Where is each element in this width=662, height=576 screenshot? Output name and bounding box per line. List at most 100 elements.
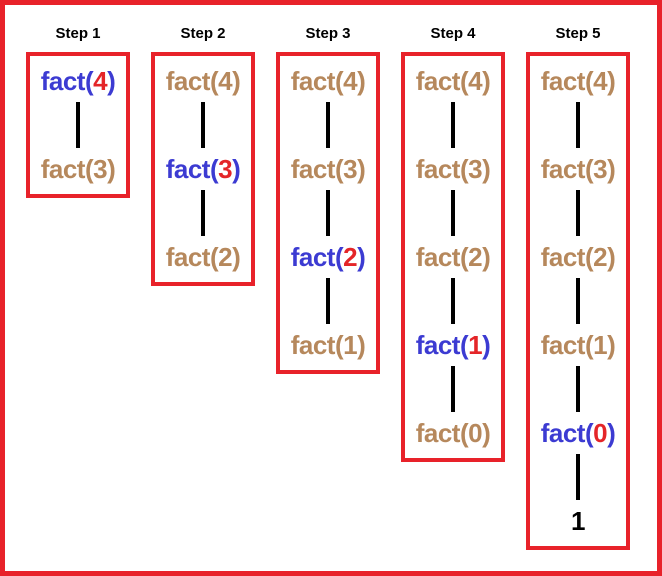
close-paren: ) [482,153,491,184]
close-paren: ) [607,65,616,96]
call-item-active: fact(4) [41,61,116,101]
call-item: fact(1) [291,325,366,365]
step-title: Step 2 [180,25,226,42]
connector-line [451,366,455,412]
function-name: fact( [540,65,594,96]
call-item: fact(2) [416,237,491,277]
close-paren: ) [607,241,616,272]
function-name: fact( [165,241,219,272]
step-title: Step 4 [430,25,476,42]
call-item: fact(0) [416,413,491,453]
argument-value: 4 [93,65,108,96]
close-paren: ) [607,417,616,448]
call-item: fact(3) [291,149,366,189]
stack-box: fact(4)fact(3)fact(2)fact(1) [276,52,380,374]
call-item: fact(1) [541,325,616,365]
connector-line [326,278,330,324]
call-item-active: fact(2) [291,237,366,277]
call-item: fact(4) [416,61,491,101]
call-item: fact(3) [416,149,491,189]
connector-line [326,102,330,148]
argument-value: 4 [593,65,608,96]
argument-value: 0 [468,417,483,448]
connector-line [76,102,80,148]
connector-line [576,278,580,324]
function-name: fact( [415,241,469,272]
stack-box: fact(4)fact(3)fact(2)fact(1)fact(0)1 [526,52,630,550]
call-item: fact(4) [166,61,241,101]
call-item: fact(4) [541,61,616,101]
function-name: fact( [40,153,94,184]
connector-line [576,366,580,412]
function-name: fact( [415,153,469,184]
close-paren: ) [107,65,116,96]
step-title: Step 5 [555,25,601,42]
argument-value: 0 [593,417,608,448]
call-item: fact(2) [541,237,616,277]
close-paren: ) [607,153,616,184]
close-paren: ) [232,65,241,96]
close-paren: ) [357,241,366,272]
argument-value: 2 [468,241,483,272]
function-name: fact( [40,65,94,96]
connector-line [451,278,455,324]
call-item-active: fact(1) [416,325,491,365]
close-paren: ) [482,241,491,272]
connector-line [201,102,205,148]
function-name: fact( [290,329,344,360]
function-name: fact( [165,65,219,96]
connector-line [201,190,205,236]
stack-box: fact(4)fact(3)fact(2) [151,52,255,286]
function-name: fact( [290,241,344,272]
connector-line [576,454,580,500]
argument-value: 3 [93,153,108,184]
step-title: Step 3 [305,25,351,42]
close-paren: ) [607,329,616,360]
connector-line [451,102,455,148]
connector-line [451,190,455,236]
argument-value: 1 [593,329,608,360]
result-value: 1 [571,505,585,536]
step-title: Step 1 [55,25,101,42]
connector-line [576,190,580,236]
argument-value: 4 [343,65,358,96]
function-name: fact( [415,417,469,448]
stack-box: fact(4)fact(3)fact(2)fact(1)fact(0) [401,52,505,462]
argument-value: 3 [218,153,233,184]
close-paren: ) [357,153,366,184]
close-paren: ) [482,65,491,96]
argument-value: 2 [343,241,358,272]
function-name: fact( [540,241,594,272]
argument-value: 4 [218,65,233,96]
connector-line [576,102,580,148]
argument-value: 2 [218,241,233,272]
argument-value: 3 [468,153,483,184]
function-name: fact( [540,153,594,184]
function-name: fact( [540,417,594,448]
function-name: fact( [415,65,469,96]
function-name: fact( [290,153,344,184]
close-paren: ) [357,65,366,96]
close-paren: ) [232,153,241,184]
function-name: fact( [165,153,219,184]
connector-line [326,190,330,236]
close-paren: ) [357,329,366,360]
close-paren: ) [107,153,116,184]
call-item: fact(3) [541,149,616,189]
close-paren: ) [482,417,491,448]
call-item: fact(4) [291,61,366,101]
call-item-active: fact(3) [166,149,241,189]
argument-value: 4 [468,65,483,96]
stack-box: fact(4)fact(3) [26,52,130,198]
function-name: fact( [540,329,594,360]
call-item: fact(2) [166,237,241,277]
function-name: fact( [415,329,469,360]
call-item: fact(3) [41,149,116,189]
argument-value: 3 [343,153,358,184]
